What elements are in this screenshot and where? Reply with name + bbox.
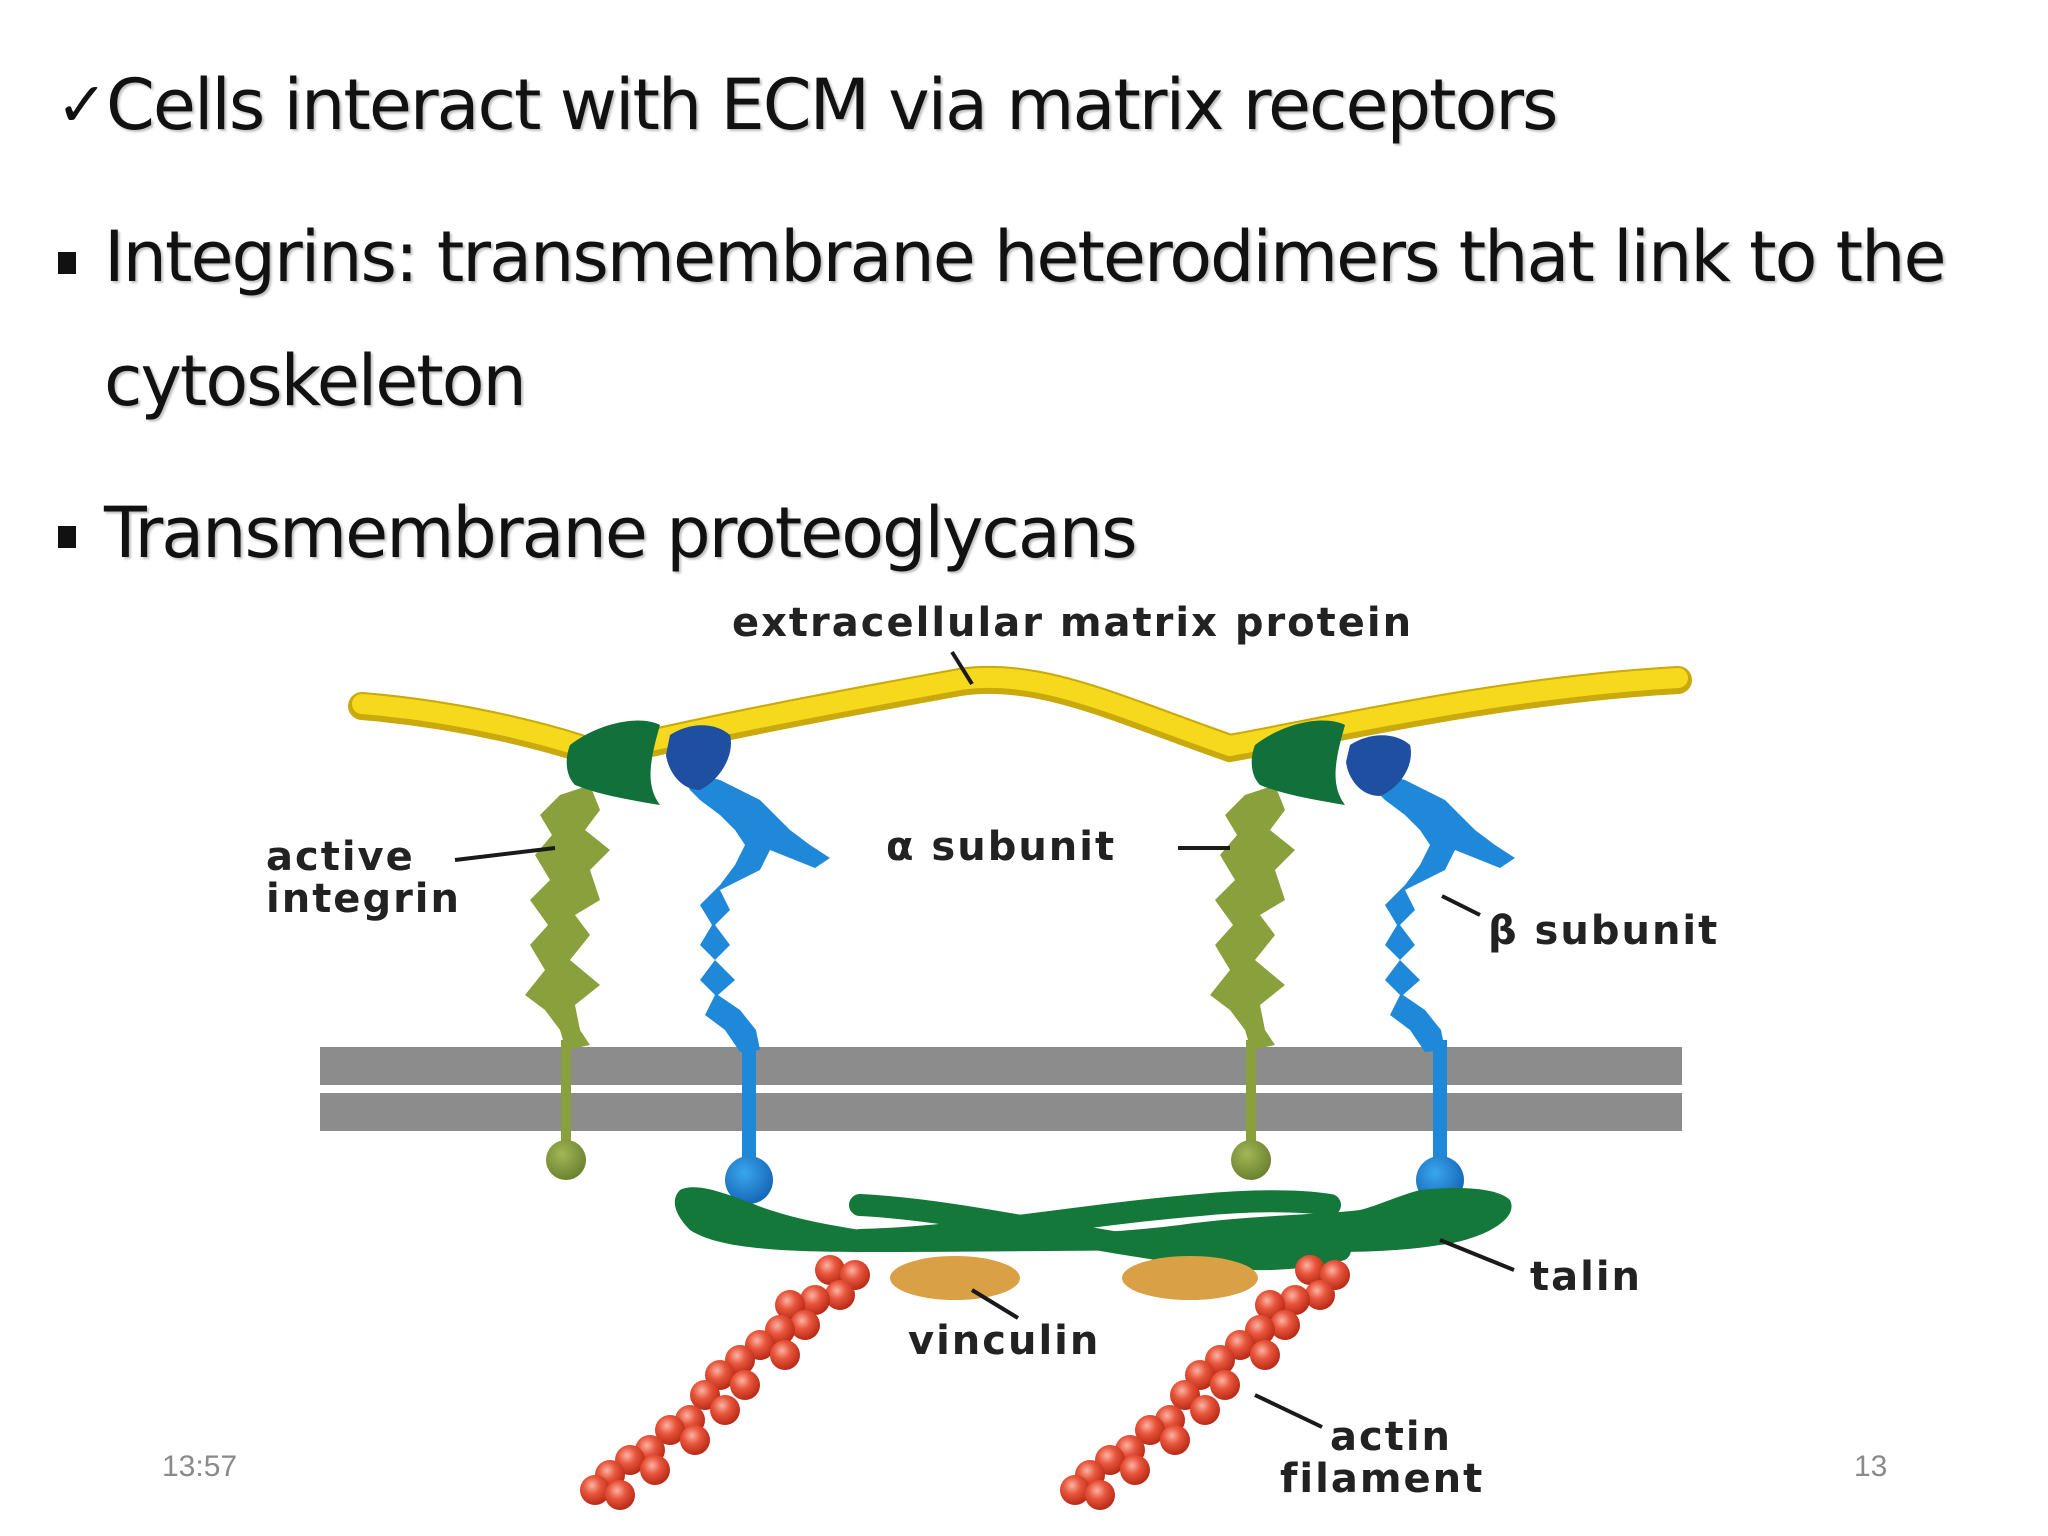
- bullet-square-icon: [58, 252, 76, 274]
- label-active-integrin-line1: active: [266, 834, 415, 880]
- actin-filament-left: [580, 1255, 870, 1510]
- cell-membrane: [320, 1047, 1682, 1131]
- footer-time: 13:57: [162, 1450, 238, 1483]
- bullet-square-icon: [58, 526, 76, 548]
- label-active-integrin-line2: integrin: [266, 876, 461, 922]
- label-actin-line2: filament: [1280, 1456, 1484, 1502]
- beta-subunit-right: [1365, 770, 1515, 1204]
- integrin-head-left: [566, 720, 731, 805]
- page-number: 13: [1854, 1450, 1888, 1483]
- label-talin: talin: [1530, 1254, 1642, 1300]
- label-vinculin: vinculin: [908, 1318, 1100, 1364]
- bullet-proteoglycans: Transmembrane proteoglycans: [104, 492, 1138, 574]
- slide-heading: Cells interact with ECM via matrix recep…: [106, 64, 1559, 146]
- alpha-subunit-right: [1210, 785, 1295, 1180]
- vinculin: [890, 1256, 1258, 1300]
- talin: [674, 1187, 1512, 1271]
- label-actin-line1: actin: [1330, 1414, 1452, 1460]
- label-beta-subunit: β subunit: [1488, 908, 1719, 954]
- beta-subunit-left: [680, 770, 830, 1204]
- ecm-protein-fiber: [348, 665, 1692, 770]
- label-ecm-protein: extracellular matrix protein: [732, 600, 1413, 646]
- check-icon: ✓: [56, 68, 108, 141]
- leader-lines: [454, 650, 1515, 1429]
- actin-filament-right: [1060, 1255, 1350, 1510]
- alpha-subunit-left: [525, 785, 610, 1180]
- integrin-head-right: [1251, 720, 1411, 805]
- bullet-integrins-continued: cytoskeleton: [104, 340, 527, 422]
- label-alpha-subunit: α subunit: [886, 824, 1116, 870]
- bullet-integrins: Integrins: transmembrane heterodimers th…: [104, 216, 1947, 298]
